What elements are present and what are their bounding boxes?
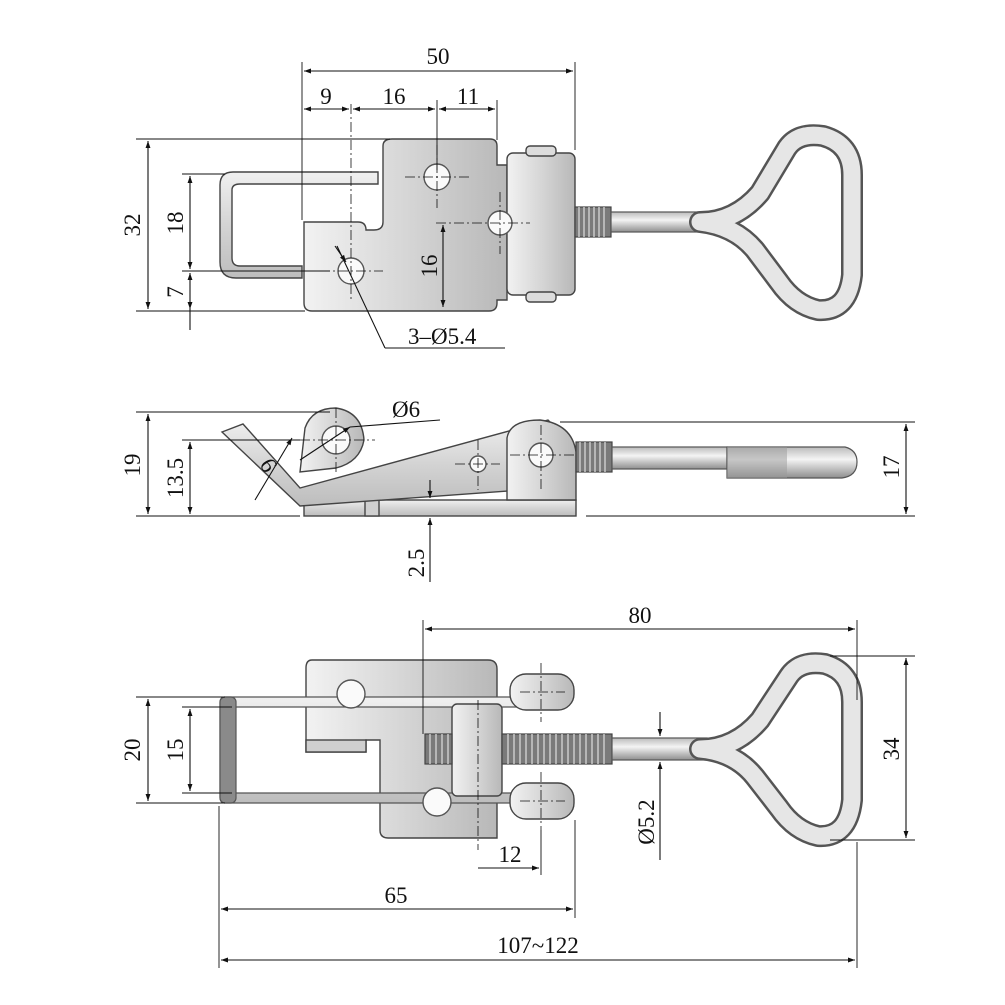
top-dim-11: 11: [457, 84, 479, 109]
bottom-dim-12: 12: [499, 842, 522, 867]
top-thread: [574, 206, 612, 238]
top-thread-lines: [578, 207, 605, 237]
bottom-hole-2: [422, 787, 452, 817]
bottom-lug: [305, 739, 367, 753]
bottom-dim-65: 65: [385, 883, 408, 908]
top-dim-16: 16: [383, 84, 406, 109]
top-dim-vert-16: 16: [417, 255, 442, 278]
bottom-hole-1: [336, 679, 366, 709]
top-view: 50 9 16 11 32 18 7 16 3–Ø5.4: [120, 44, 863, 349]
top-handle-inner: [691, 126, 861, 319]
bottom-dim-total: 107~122: [497, 933, 578, 958]
top-dim-32: 32: [120, 214, 145, 237]
bottom-dim-80: 80: [629, 603, 652, 628]
side-dim-2-5: 2.5: [404, 549, 429, 578]
top-dim-9: 9: [320, 84, 332, 109]
top-wire-loop: [219, 171, 379, 279]
bottom-barrel: [451, 703, 503, 797]
bottom-view: 80 20 15 34 Ø5.2 12 65 107~122: [120, 603, 915, 968]
bottom-handle-inner: [691, 654, 861, 845]
side-dim-pin-diameter: Ø6: [392, 397, 420, 422]
side-view: 19 13.5 Ø6 6 2.5 17: [120, 397, 915, 582]
bottom-dim-20: 20: [120, 739, 145, 762]
side-rod: [611, 446, 728, 470]
side-dim-17: 17: [879, 456, 904, 479]
top-base-plate: [303, 138, 508, 312]
bottom-dim-rod-diameter: Ø5.2: [634, 799, 659, 844]
side-base-lug: [364, 499, 380, 517]
top-hinge-tab-upper: [525, 145, 557, 157]
top-hinge-tab-lower: [525, 291, 557, 303]
top-hinge-block: [506, 152, 576, 296]
top-dim-hole-callout: 3–Ø5.4: [408, 324, 477, 349]
side-dim-19: 19: [120, 454, 145, 477]
top-dim-18: 18: [163, 212, 188, 235]
bottom-thread-right: [501, 733, 613, 765]
bottom-dim-34: 34: [879, 737, 904, 761]
bottom-loop-end: [219, 696, 237, 804]
side-thread: [575, 441, 613, 473]
top-dim-50: 50: [427, 44, 450, 69]
side-dim-13-5: 13.5: [163, 458, 188, 498]
top-dim-7: 7: [163, 286, 188, 298]
bottom-dim-15: 15: [163, 739, 188, 762]
